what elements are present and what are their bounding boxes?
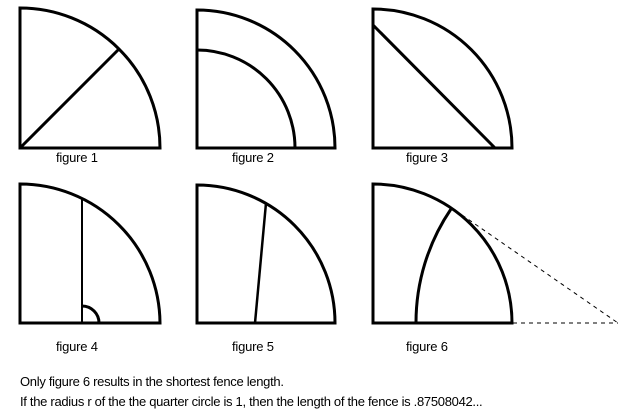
right-angle-mark <box>81 304 101 324</box>
result-text: If the radius r of the the quarter circl… <box>20 394 483 409</box>
quarter-circle-3 <box>371 7 514 150</box>
figure-5-label: figure 5 <box>232 339 274 354</box>
fence-3 <box>371 23 497 150</box>
figure-2-label: figure 2 <box>232 150 274 165</box>
quarter-circle-5 <box>195 183 337 325</box>
quarter-circle-2 <box>195 8 337 150</box>
fence-2 <box>196 48 297 149</box>
fence-6 <box>414 208 453 324</box>
fence-1 <box>18 47 121 150</box>
figure-4-label: figure 4 <box>56 339 98 354</box>
figure-3-label: figure 3 <box>406 150 448 165</box>
fence-5 <box>253 202 268 324</box>
quarter-circle-4 <box>18 182 162 325</box>
figure-1-label: figure 1 <box>56 150 98 165</box>
conclusion-text: Only figure 6 results in the shortest fe… <box>20 374 284 389</box>
dashed-radius <box>461 214 619 324</box>
quarter-circle-6 <box>371 182 514 325</box>
figure-6-label: figure 6 <box>406 339 448 354</box>
